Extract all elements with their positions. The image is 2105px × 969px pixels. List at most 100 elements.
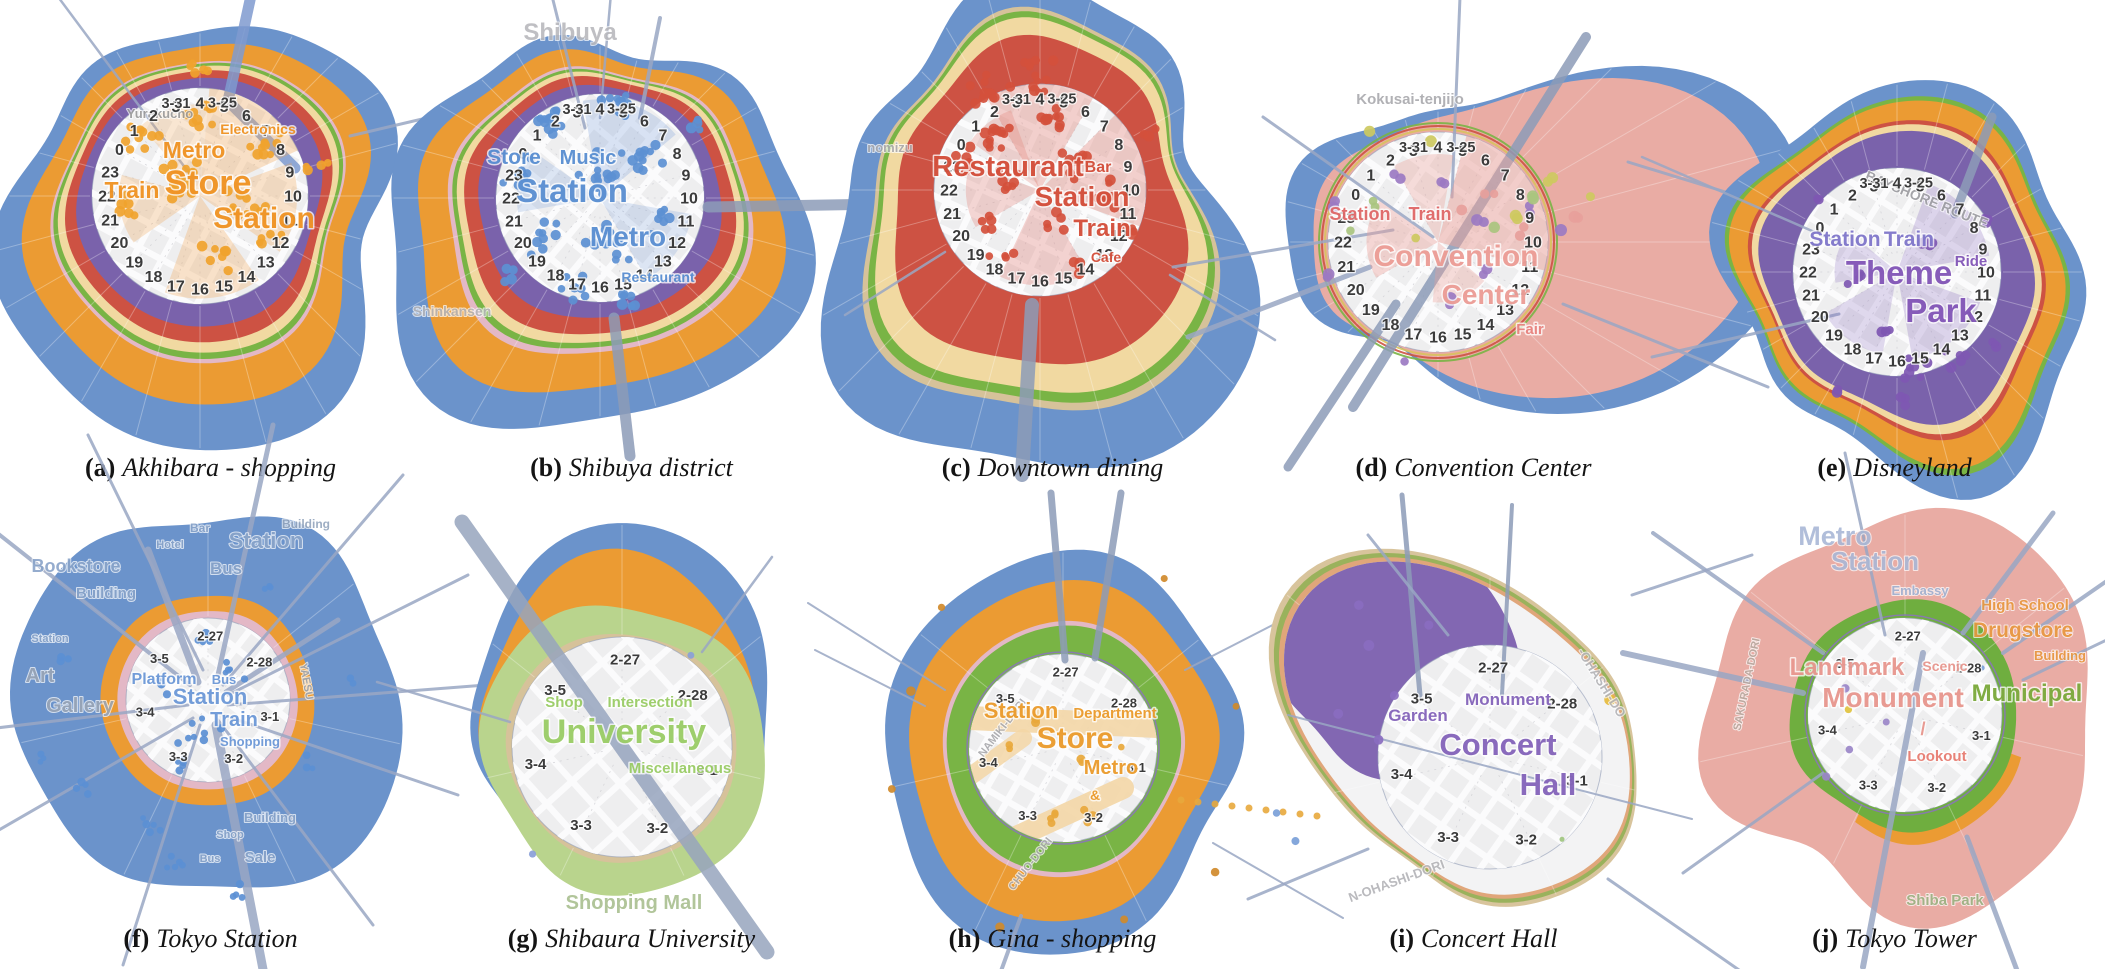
svg-text:&: & bbox=[1090, 787, 1100, 803]
svg-text:Yurakucho: Yurakucho bbox=[127, 106, 194, 121]
svg-text:Ride: Ride bbox=[1955, 253, 1988, 270]
svg-text:3-2: 3-2 bbox=[1084, 810, 1103, 825]
svg-text:14: 14 bbox=[1933, 342, 1951, 359]
caption-label: (b) bbox=[530, 453, 562, 482]
svg-text:Station: Station bbox=[1035, 181, 1130, 212]
svg-text:14: 14 bbox=[1477, 317, 1495, 334]
caption-label: (e) bbox=[1817, 453, 1847, 482]
svg-text:3-25: 3-25 bbox=[1047, 92, 1076, 108]
svg-text:2-28: 2-28 bbox=[678, 687, 708, 704]
svg-text:7: 7 bbox=[1100, 118, 1109, 135]
svg-text:Theme: Theme bbox=[1846, 254, 1952, 291]
svg-text:Center: Center bbox=[1442, 279, 1531, 310]
svg-text:10: 10 bbox=[284, 189, 302, 206]
svg-text:Municipal: Municipal bbox=[1972, 680, 2083, 707]
svg-text:3-5: 3-5 bbox=[150, 651, 169, 666]
svg-text:20: 20 bbox=[1811, 309, 1829, 326]
svg-text:Station: Station bbox=[1809, 228, 1880, 251]
svg-text:18: 18 bbox=[986, 261, 1004, 278]
svg-text:3-3: 3-3 bbox=[169, 749, 188, 764]
svg-text:17: 17 bbox=[1405, 326, 1423, 343]
caption-label: (g) bbox=[507, 924, 539, 953]
subfigure-caption-f: (f)Tokyo Station bbox=[0, 924, 421, 954]
svg-text:21: 21 bbox=[101, 213, 119, 230]
svg-text:12: 12 bbox=[272, 235, 290, 252]
svg-text:3-3: 3-3 bbox=[1018, 808, 1037, 823]
svg-text:19: 19 bbox=[528, 254, 546, 271]
svg-text:3-25: 3-25 bbox=[1446, 140, 1475, 156]
caption-label: (f) bbox=[123, 924, 150, 953]
svg-text:13: 13 bbox=[654, 254, 672, 271]
caption-text: Shibaura University bbox=[545, 924, 756, 953]
svg-text:3-31: 3-31 bbox=[562, 102, 591, 118]
svg-text:3-1: 3-1 bbox=[1566, 772, 1588, 789]
svg-text:Miscellaneous: Miscellaneous bbox=[629, 760, 732, 777]
svg-text:3: 3 bbox=[171, 99, 180, 116]
svg-text:Landmark: Landmark bbox=[1790, 654, 1905, 681]
svg-text:15: 15 bbox=[1454, 326, 1472, 343]
svg-text:nomizu: nomizu bbox=[867, 140, 913, 155]
svg-text:23: 23 bbox=[101, 165, 119, 182]
svg-text:2: 2 bbox=[1848, 188, 1857, 205]
svg-text:6: 6 bbox=[1937, 188, 1946, 205]
svg-text:High School: High School bbox=[1981, 597, 2069, 614]
subfigure-caption-e: (e)Disneyland bbox=[1684, 453, 2105, 483]
svg-text:13: 13 bbox=[1951, 328, 1969, 345]
svg-text:Monument: Monument bbox=[1465, 690, 1551, 709]
svg-text:Station: Station bbox=[229, 528, 304, 553]
svg-text:4: 4 bbox=[1036, 92, 1045, 109]
svg-text:1: 1 bbox=[971, 118, 980, 135]
svg-text:8: 8 bbox=[1970, 220, 1979, 237]
svg-text:16: 16 bbox=[191, 282, 209, 299]
svg-text:0: 0 bbox=[957, 137, 966, 154]
svg-text:3-5: 3-5 bbox=[996, 691, 1015, 706]
caption-label: (j) bbox=[1812, 924, 1839, 953]
svg-text:3-4: 3-4 bbox=[525, 756, 547, 773]
svg-text:11: 11 bbox=[1119, 206, 1136, 223]
svg-text:19: 19 bbox=[1825, 328, 1843, 345]
subfigure-caption-b: (b)Shibuya district bbox=[421, 453, 842, 483]
svg-text:8: 8 bbox=[276, 142, 285, 159]
svg-text:Train: Train bbox=[1884, 228, 1934, 251]
caption-label: (c) bbox=[941, 453, 971, 482]
svg-text:3-3: 3-3 bbox=[1437, 829, 1459, 846]
svg-text:Park: Park bbox=[1905, 292, 1977, 329]
svg-text:3-1: 3-1 bbox=[1127, 760, 1146, 775]
svg-text:3-4: 3-4 bbox=[1391, 766, 1413, 783]
svg-text:Bookstore: Bookstore bbox=[31, 556, 120, 576]
svg-text:Platform: Platform bbox=[132, 671, 197, 688]
svg-text:Bar: Bar bbox=[190, 521, 210, 535]
subfigure-caption-c: (c)Downtown dining bbox=[842, 453, 1263, 483]
svg-text:6: 6 bbox=[640, 114, 649, 131]
svg-text:Store: Store bbox=[165, 164, 252, 202]
svg-text:7: 7 bbox=[1501, 167, 1510, 184]
svg-text:Metro: Metro bbox=[590, 221, 666, 252]
svg-text:Building: Building bbox=[282, 517, 330, 531]
svg-text:University: University bbox=[542, 713, 706, 751]
svg-text:3-2: 3-2 bbox=[1927, 780, 1946, 795]
svg-text:12: 12 bbox=[668, 235, 686, 252]
svg-text:14: 14 bbox=[1077, 261, 1095, 278]
svg-text:14: 14 bbox=[636, 268, 654, 285]
svg-text:22: 22 bbox=[1799, 265, 1817, 282]
svg-text:10: 10 bbox=[1524, 235, 1542, 252]
svg-text:Shinkansen: Shinkansen bbox=[413, 303, 492, 319]
svg-text:16: 16 bbox=[1888, 354, 1906, 371]
svg-text:13: 13 bbox=[1496, 302, 1514, 319]
svg-text:2-28: 2-28 bbox=[1547, 696, 1577, 713]
svg-text:Restaurant: Restaurant bbox=[621, 269, 694, 285]
svg-text:12: 12 bbox=[1965, 309, 1983, 326]
svg-text:9: 9 bbox=[1979, 242, 1988, 259]
svg-text:Metro: Metro bbox=[163, 137, 226, 163]
svg-text:20: 20 bbox=[514, 235, 532, 252]
svg-text:Kokusai-tenjijo: Kokusai-tenjijo bbox=[1356, 91, 1464, 108]
svg-text:16: 16 bbox=[1031, 274, 1049, 291]
svg-text:Metro: Metro bbox=[1084, 757, 1138, 779]
svg-text:2-28: 2-28 bbox=[1955, 660, 1981, 675]
svg-text:Station: Station bbox=[984, 698, 1059, 723]
